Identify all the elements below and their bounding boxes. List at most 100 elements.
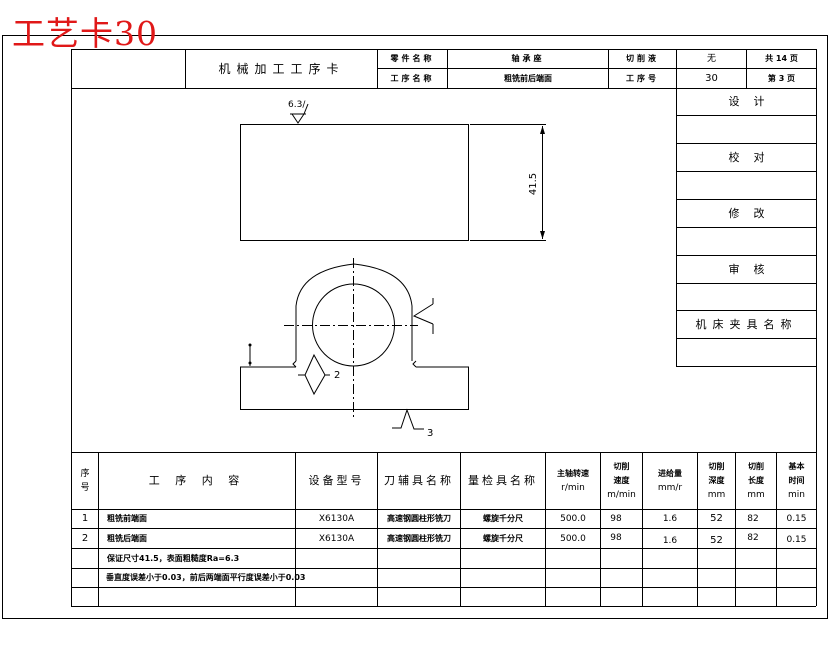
roughness-label-top: 6.3/ bbox=[288, 100, 306, 110]
signoff-line bbox=[676, 227, 816, 228]
header-gauge: 量检具名称 bbox=[468, 474, 538, 487]
header-divider bbox=[185, 49, 186, 88]
row3-content: 保证尺寸41.5，表面粗糙度Ra=6.3 bbox=[107, 553, 240, 563]
row2-equipment: X6130A bbox=[318, 533, 355, 544]
row2-time: 0.15 bbox=[786, 534, 807, 545]
table-right-line bbox=[816, 49, 817, 606]
header-top-line bbox=[71, 49, 816, 50]
signoff-line bbox=[676, 366, 816, 367]
header-length-label2: 长度 bbox=[748, 476, 764, 485]
col-line bbox=[735, 452, 736, 606]
row2-feed: 1.6 bbox=[662, 535, 678, 546]
header-depth: 切削 深度 mm bbox=[698, 453, 735, 509]
datum-label-3: 3 bbox=[427, 428, 434, 439]
signoff-design-label: 设 计 bbox=[728, 95, 765, 108]
signoff-line bbox=[676, 143, 816, 144]
signoff-line bbox=[676, 199, 816, 200]
row-line bbox=[71, 568, 816, 569]
header-tool: 刀辅具名称 bbox=[384, 474, 454, 487]
signoff-line bbox=[676, 310, 816, 311]
header-time-label1: 基本 bbox=[788, 462, 805, 471]
signoff-revise-label: 修 改 bbox=[728, 206, 765, 220]
signoff-check-label: 校 对 bbox=[728, 150, 765, 164]
row1-feed: 1.6 bbox=[662, 514, 678, 524]
row2-content: 粗铣后端面 bbox=[107, 533, 147, 543]
process-name-value: 粗铣前后端面 bbox=[504, 73, 552, 83]
header-depth-unit: mm bbox=[707, 490, 726, 500]
col-line bbox=[697, 452, 698, 606]
header-cutting-speed-unit: m/min bbox=[607, 490, 636, 500]
header-divider bbox=[746, 49, 747, 88]
row1-spindle-speed: 500.0 bbox=[560, 514, 586, 524]
process-table-header-bottom bbox=[71, 509, 816, 510]
header-bottom-line bbox=[71, 88, 816, 89]
row2-gauge: 螺旋千分尺 bbox=[483, 533, 523, 543]
overlay-title: 工艺卡30 bbox=[12, 14, 158, 53]
row1-content: 粗铣前端面 bbox=[107, 514, 147, 523]
row1-equipment: X6130A bbox=[318, 514, 355, 524]
outer-frame bbox=[2, 35, 828, 619]
row4-content: 垂直度误差小于0.03，前后两端面平行度误差小于0.03 bbox=[106, 573, 306, 582]
col-line bbox=[545, 452, 546, 606]
row1-time: 0.15 bbox=[786, 514, 807, 524]
header-feed-unit: mm/r bbox=[657, 483, 683, 493]
header-length-unit: mm bbox=[747, 490, 765, 500]
header-feed-label: 进给量 bbox=[658, 469, 682, 478]
signoff-review-label: 审 核 bbox=[728, 262, 765, 276]
process-table-top bbox=[71, 452, 816, 453]
row1-cutting-speed: 98 bbox=[610, 514, 622, 524]
header-length-label1: 切削 bbox=[748, 462, 764, 471]
col-line bbox=[600, 452, 601, 606]
row-line bbox=[71, 587, 816, 588]
row2-seq: 2 bbox=[81, 532, 89, 544]
table-left-line bbox=[71, 49, 72, 606]
col-line bbox=[377, 452, 378, 606]
row1-seq: 1 bbox=[81, 513, 89, 524]
row-line bbox=[71, 528, 816, 529]
header-spindle-speed: 主轴转速 r/min bbox=[546, 453, 600, 509]
header-equipment: 设备型号 bbox=[308, 474, 365, 487]
header-content: 工 序 内 容 bbox=[148, 474, 246, 487]
process-no-label: 工序号 bbox=[626, 73, 659, 83]
part-name-value: 轴承座 bbox=[511, 53, 545, 63]
process-no-value: 30 bbox=[705, 72, 718, 84]
header-cutting-speed-label1: 切削 bbox=[613, 462, 630, 471]
header-divider bbox=[676, 49, 677, 367]
coolant-label: 切削液 bbox=[626, 53, 659, 63]
col-line bbox=[295, 452, 296, 606]
row2-length: 82 bbox=[747, 532, 759, 543]
signoff-line bbox=[676, 171, 816, 172]
dimension-height: 41.5 bbox=[528, 172, 540, 196]
row1-gauge: 螺旋千分尺 bbox=[483, 514, 523, 523]
signoff-line bbox=[676, 338, 816, 339]
signoff-line bbox=[676, 115, 816, 116]
row2-cutting-speed: 98 bbox=[610, 532, 622, 543]
header-divider bbox=[377, 49, 378, 88]
total-pages: 共 14 页 bbox=[765, 53, 798, 63]
header-length: 切削 长度 mm bbox=[736, 453, 776, 509]
part-name-label: 零件名称 bbox=[390, 53, 435, 63]
header-mid-line bbox=[377, 68, 816, 69]
col-line bbox=[776, 452, 777, 606]
row1-depth: 52 bbox=[710, 513, 723, 524]
header-divider bbox=[608, 49, 609, 88]
card-title: 机械加工工序卡 bbox=[218, 61, 345, 76]
row2-tool: 高速钢圆柱形铣刀 bbox=[387, 533, 451, 543]
header-divider bbox=[447, 49, 448, 88]
row-line bbox=[71, 548, 816, 549]
header-cutting-speed: 切削 速度 m/min bbox=[601, 453, 642, 509]
header-depth-label2: 深度 bbox=[708, 476, 725, 485]
header-depth-label1: 切削 bbox=[708, 462, 725, 471]
row2-depth: 52 bbox=[710, 534, 723, 546]
col-line bbox=[460, 452, 461, 606]
process-table-bottom bbox=[71, 606, 816, 607]
header-cutting-speed-label2: 速度 bbox=[613, 476, 630, 485]
process-name-label: 工序名称 bbox=[390, 73, 435, 83]
row1-length: 82 bbox=[747, 514, 759, 524]
header-time-label2: 时间 bbox=[788, 476, 805, 485]
row5-content bbox=[99, 588, 295, 606]
header-time-unit: min bbox=[788, 490, 805, 500]
header-time: 基本 时间 min bbox=[777, 453, 816, 509]
datum-label-2: 2 bbox=[334, 370, 341, 381]
